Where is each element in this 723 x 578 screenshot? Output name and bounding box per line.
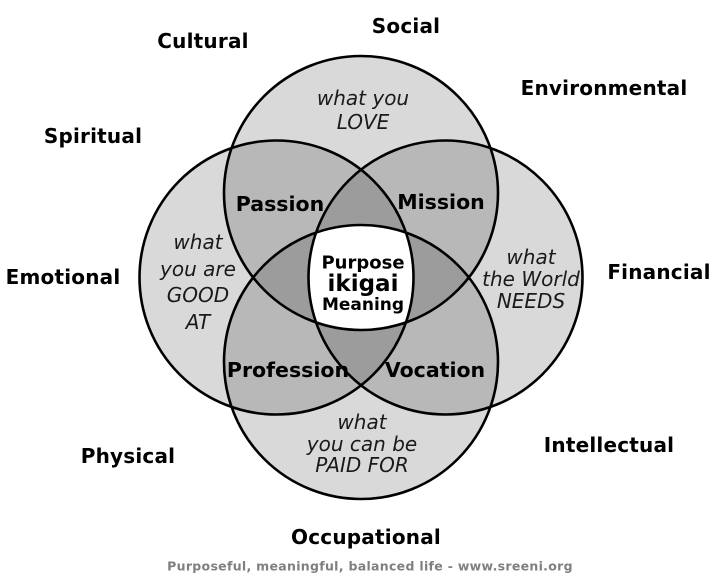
label-mission: Mission [397, 190, 485, 214]
text-what-you-can-be-paid-for: what you can be PAID FOR [306, 409, 418, 477]
center-purpose: Purpose [321, 252, 405, 274]
label-cultural: Cultural [157, 29, 249, 53]
text-needs-line2: the World [482, 267, 580, 291]
label-profession: Profession [226, 358, 350, 382]
label-spiritual: Spiritual [43, 124, 143, 148]
circle-good-at [139, 140, 414, 415]
center-white-region [308, 224, 414, 331]
circle-love [224, 56, 498, 330]
venn-shading [139, 56, 583, 499]
text-what-you-are-good-at: what you are GOOD AT [160, 229, 236, 335]
text-love-line2: LOVE [336, 110, 390, 134]
text-needs-line3: NEEDS [496, 289, 566, 313]
text-paid-for-line1: what [337, 409, 387, 434]
circle-paid-for [224, 225, 498, 499]
circle-needs [308, 140, 583, 415]
center-ikigai: ikigai [327, 271, 399, 297]
center-meaning: Meaning [321, 295, 405, 315]
text-what-the-world-needs: what the World NEEDS [482, 246, 580, 312]
circle-needs-outline [307, 139, 584, 416]
venn-outlines [138, 54, 584, 501]
label-passion: Passion [235, 192, 325, 216]
text-good-at-line3: GOOD [166, 283, 230, 307]
label-physical: Physical [80, 444, 176, 468]
text-love-line1: what you [316, 86, 410, 110]
label-intellectual: Intellectual [543, 433, 675, 457]
text-good-at-line2: you are [160, 256, 236, 281]
label-emotional: Emotional [5, 265, 121, 289]
label-occupational: Occupational [291, 525, 441, 549]
label-financial: Financial [607, 260, 711, 284]
text-needs-line1: what [506, 245, 556, 269]
text-paid-for-line3: PAID FOR [315, 452, 409, 477]
text-paid-for-line2: you can be [306, 431, 418, 456]
label-social: Social [371, 14, 441, 38]
circle-good-at-outline [138, 139, 415, 416]
label-vocation: Vocation [384, 358, 486, 382]
circle-paid-for-outline [222, 223, 500, 501]
label-environmental: Environmental [520, 76, 688, 100]
text-what-you-love: what you LOVE [317, 86, 409, 134]
text-good-at-line1: what [173, 230, 223, 254]
footer-credit: Purposeful, meaningful, balanced life - … [167, 558, 573, 574]
text-good-at-line4: AT [185, 309, 211, 334]
circle-love-outline [222, 54, 500, 332]
